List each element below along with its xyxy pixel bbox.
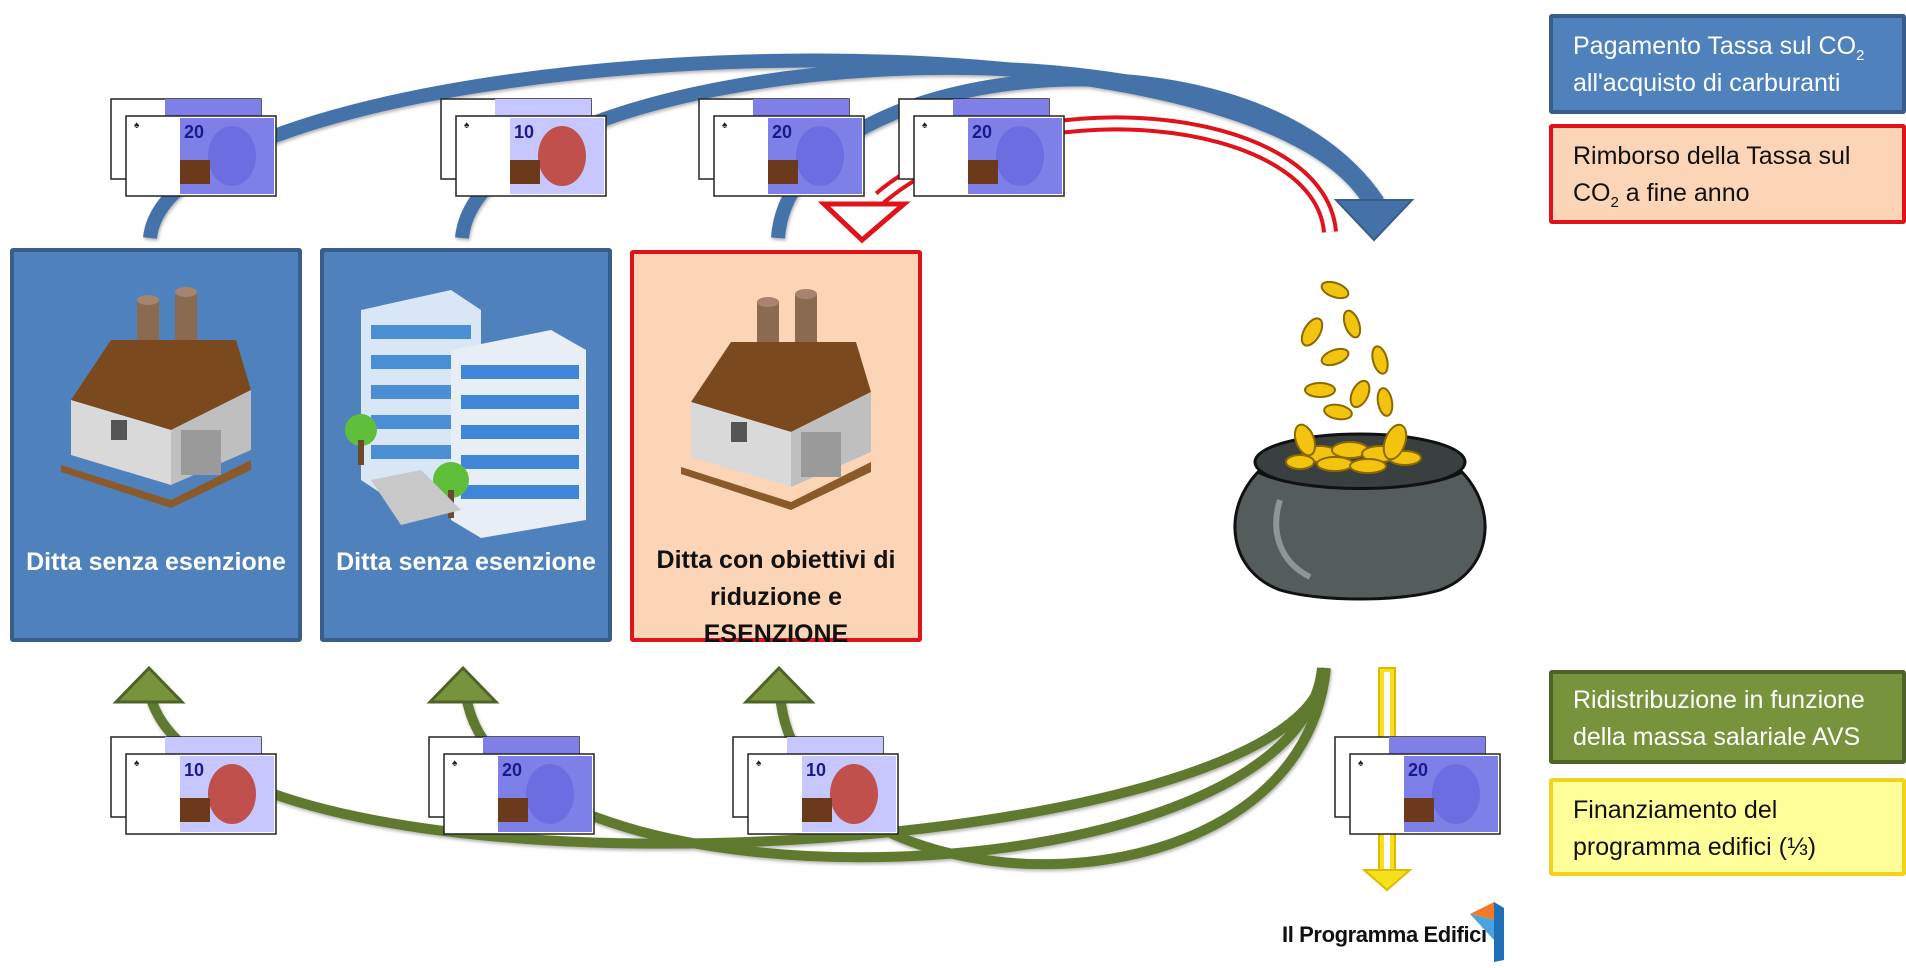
programma-edifici-logo: Il Programma Edifici xyxy=(1278,900,1504,966)
legend-redistribution: Ridistribuzione in funzione della massa … xyxy=(1549,670,1906,764)
top-banknote-2: 10 ♠ xyxy=(440,98,608,198)
swiss-franc-banknote-icon: 20 ♠ xyxy=(898,98,1065,197)
swiss-franc-banknote-icon: 20 ♠ xyxy=(110,98,277,197)
legend-redistribution-line2: della massa salariale AVS xyxy=(1573,723,1861,751)
swiss-franc-banknote-icon: 20 ♠ xyxy=(1334,736,1501,835)
company-box-1: Ditta senza esenzione xyxy=(10,248,302,642)
legend-tax-payment: Pagamento Tassa sul CO2 all'acquisto di … xyxy=(1549,14,1906,114)
company-label-2: Ditta senza esenzione xyxy=(336,548,596,576)
legend-refund: Rimborso della Tassa sul CO2 a fine anno xyxy=(1549,124,1906,224)
svg-text:♠: ♠ xyxy=(756,758,762,769)
legend-refund-line2-pre: CO xyxy=(1573,179,1611,207)
legend-tax-sub: 2 xyxy=(1856,47,1865,64)
svg-text:20: 20 xyxy=(1408,760,1428,780)
redistribution-arrowhead-3 xyxy=(742,665,816,704)
redistribution-arrowhead-2 xyxy=(426,665,500,704)
legend-refund-line2-post: a fine anno xyxy=(1618,179,1750,207)
office-buildings-icon xyxy=(345,290,586,538)
redistribution-arrowhead-1 xyxy=(112,665,186,704)
bottom-banknote-4: 20 ♠ xyxy=(1334,736,1502,836)
bottom-banknote-3: 10 ♠ xyxy=(732,736,900,836)
funding-arrowhead xyxy=(1361,869,1413,892)
top-banknote-4: 20 ♠ xyxy=(898,98,1066,198)
company-label-3: Ditta con obiettivi di riduzione e ESENZ… xyxy=(656,546,896,648)
company-label-1: Ditta senza esenzione xyxy=(26,548,286,576)
company-box-3: Ditta con obiettivi di riduzione e ESENZ… xyxy=(630,250,922,648)
legend-refund-line1: Rimborso della Tassa sul xyxy=(1573,142,1851,170)
svg-text:20: 20 xyxy=(772,122,792,142)
svg-text:10: 10 xyxy=(806,760,826,780)
svg-text:♠: ♠ xyxy=(1358,758,1364,769)
pot-of-gold-icon xyxy=(1233,280,1487,601)
swiss-franc-banknote-icon: 20 ♠ xyxy=(428,736,595,835)
svg-text:♠: ♠ xyxy=(464,120,470,131)
svg-text:10: 10 xyxy=(184,760,204,780)
top-banknote-3: 20 ♠ xyxy=(698,98,866,198)
legend-tax-line2: all'acquisto di carburanti xyxy=(1573,69,1841,97)
legend-funding-line2: programma edifici (⅓) xyxy=(1573,833,1817,861)
logo-text: Il Programma Edifici xyxy=(1282,922,1487,947)
svg-text:♠: ♠ xyxy=(452,758,458,769)
factory-icon xyxy=(61,287,251,508)
bottom-banknote-2: 20 ♠ xyxy=(428,736,596,836)
svg-text:20: 20 xyxy=(184,122,204,142)
legend-tax-line1: Pagamento Tassa sul CO xyxy=(1573,32,1857,60)
svg-text:20: 20 xyxy=(972,122,992,142)
svg-text:♠: ♠ xyxy=(134,758,140,769)
swiss-franc-banknote-icon: 10 ♠ xyxy=(440,98,607,197)
refund-arrowhead xyxy=(817,201,911,244)
svg-text:10: 10 xyxy=(514,122,534,142)
svg-text:♠: ♠ xyxy=(134,120,140,131)
legend-funding-line1: Finanziamento del xyxy=(1573,796,1778,824)
legend-redistribution-line1: Ridistribuzione in funzione xyxy=(1573,686,1865,714)
bottom-banknote-1: 10 ♠ xyxy=(110,736,278,836)
company-box-2: Ditta senza esenzione xyxy=(320,248,612,642)
programma-edifici-logo-icon xyxy=(1470,902,1504,962)
svg-text:♠: ♠ xyxy=(722,120,728,131)
factory-icon xyxy=(681,289,871,510)
legend-funding: Finanziamento del programma edifici (⅓) xyxy=(1549,778,1906,876)
swiss-franc-banknote-icon: 10 ♠ xyxy=(110,736,277,835)
top-banknote-1: 20 ♠ xyxy=(110,98,278,198)
swiss-franc-banknote-icon: 10 ♠ xyxy=(732,736,899,835)
legend-refund-sub: 2 xyxy=(1610,194,1619,211)
svg-text:20: 20 xyxy=(502,760,522,780)
svg-text:♠: ♠ xyxy=(922,120,928,131)
tax-arrowhead xyxy=(1333,199,1415,242)
swiss-franc-banknote-icon: 20 ♠ xyxy=(698,98,865,197)
